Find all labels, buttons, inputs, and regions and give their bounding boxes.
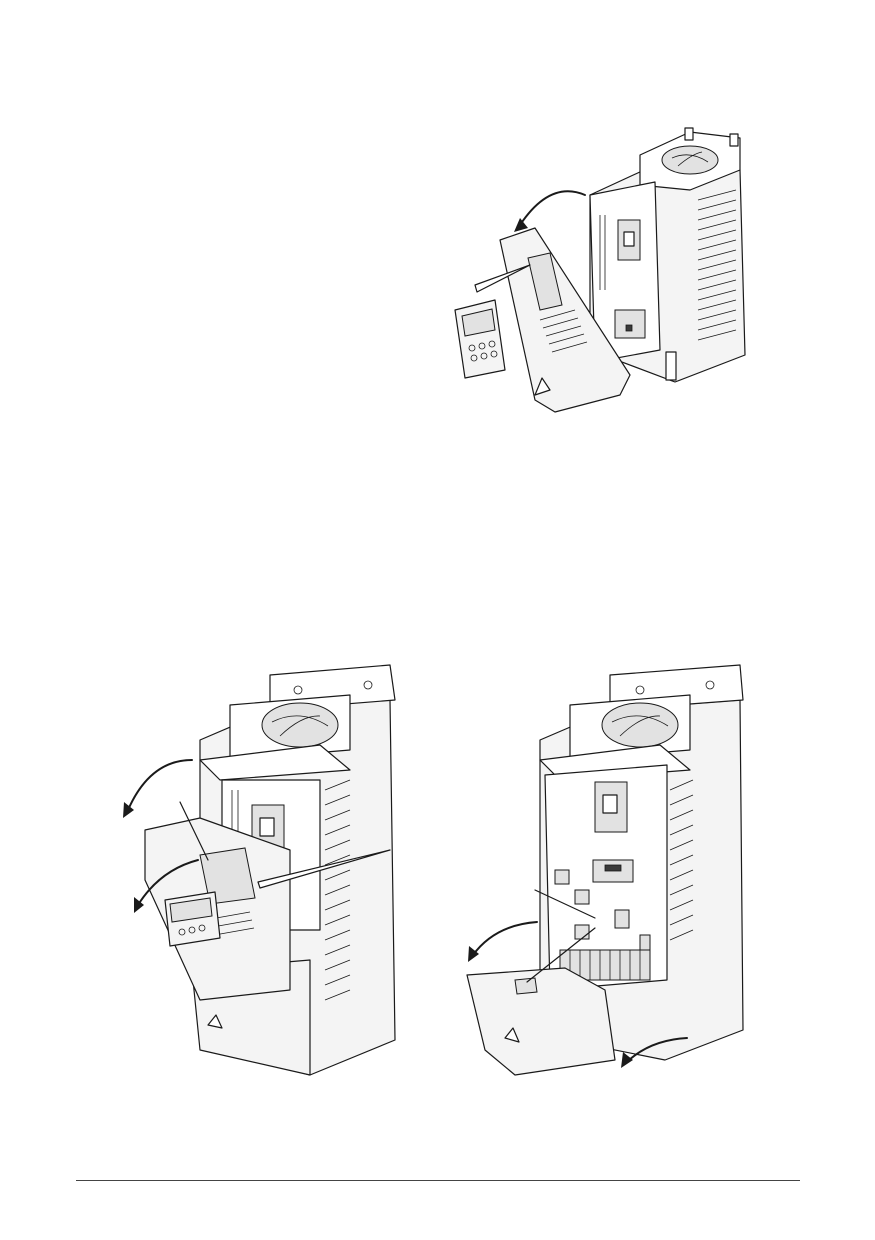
pointer-line-icon xyxy=(534,889,596,919)
pointer-line-icon xyxy=(474,264,531,293)
curved-arrow-icon xyxy=(626,1037,688,1063)
pointer-line-icon xyxy=(526,927,596,983)
control-panel-icon xyxy=(164,891,221,947)
pointer-line-icon xyxy=(257,849,391,889)
panel-slot xyxy=(199,847,256,905)
curved-arrow-icon xyxy=(137,859,199,906)
curved-arrow-icon xyxy=(472,921,538,956)
drive-illustration-2 xyxy=(123,664,396,1076)
curved-arrow-icon xyxy=(127,759,193,811)
terminal-cover xyxy=(466,967,616,1076)
control-panel-icon xyxy=(454,299,506,379)
cooling-fan-icon xyxy=(661,145,719,175)
panel-slot xyxy=(527,252,563,311)
fig-terminal-cover-removal xyxy=(455,660,755,1080)
heatsink-ribs xyxy=(669,779,694,941)
fig-cover-and-panel-removal xyxy=(440,120,760,420)
heatsink-ribs xyxy=(324,779,351,1001)
fig-front-cover-tilt-out xyxy=(110,660,410,1080)
footer-rule xyxy=(76,1180,800,1181)
heatsink-ribs xyxy=(697,189,737,341)
pointer-line-icon xyxy=(179,801,209,861)
drive-illustration-3 xyxy=(466,664,744,1076)
front-cover xyxy=(144,817,291,1001)
curved-arrow-icon xyxy=(519,190,586,226)
drive-illustration-1 xyxy=(454,127,746,413)
